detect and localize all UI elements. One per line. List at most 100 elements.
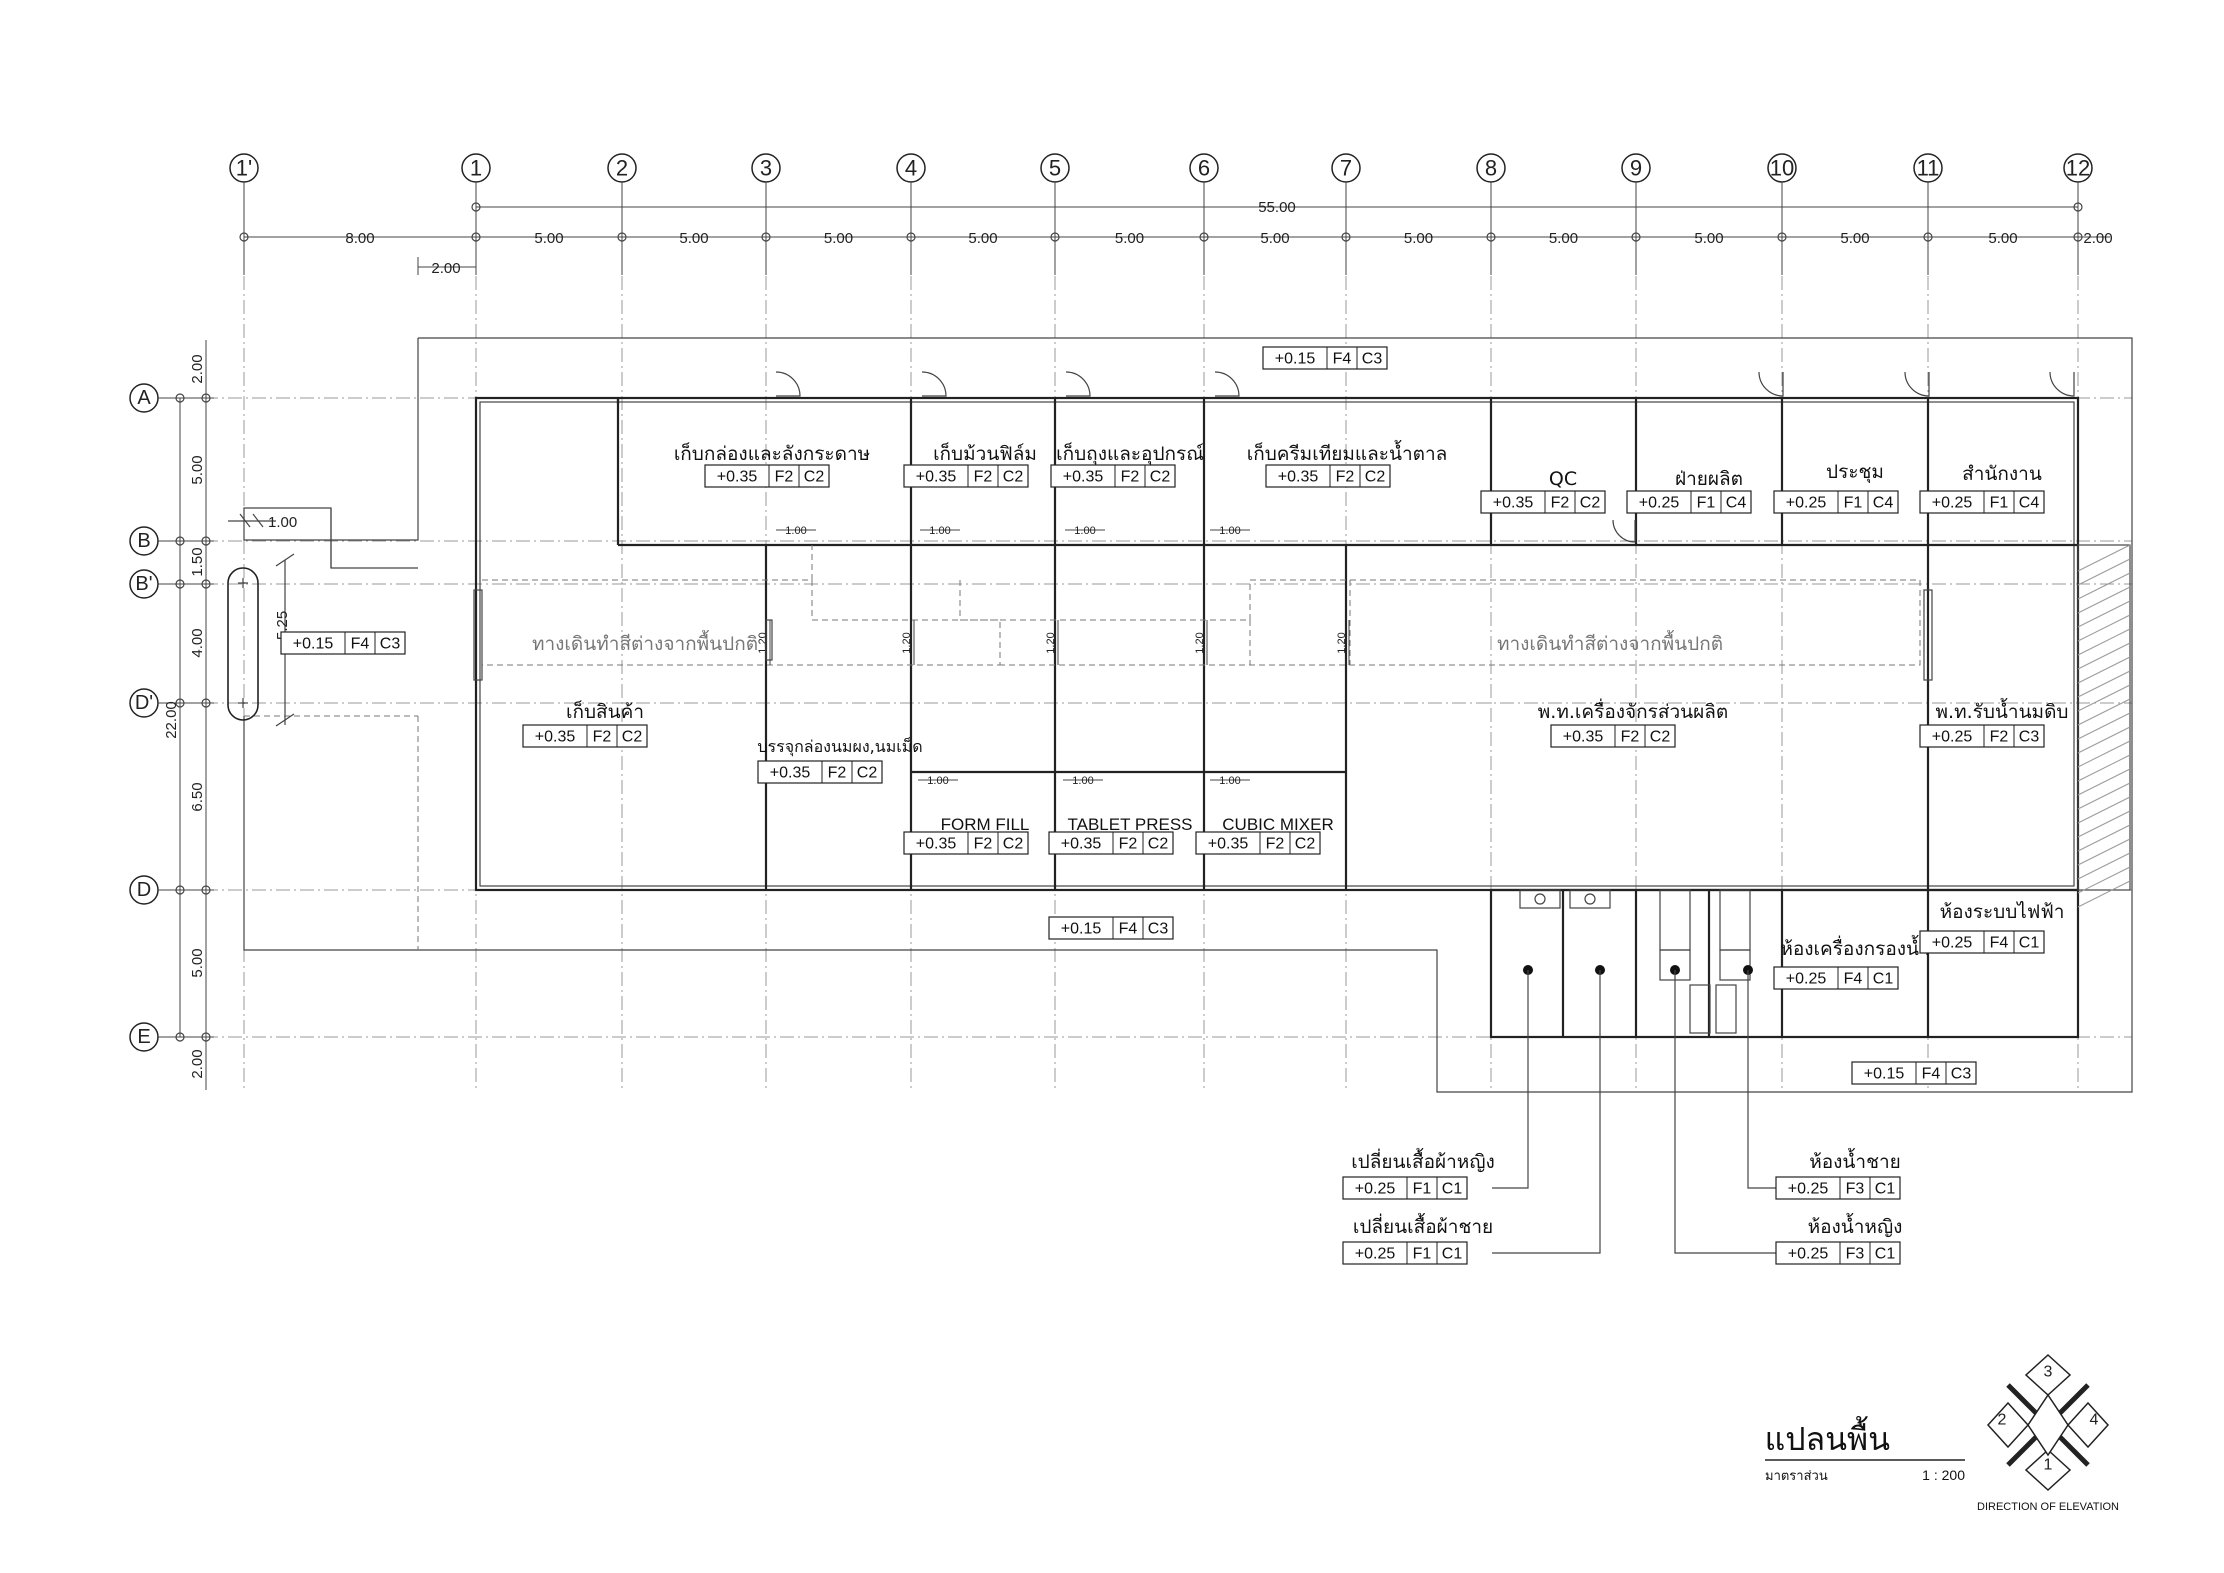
bay-dimension: 5.00: [1404, 230, 1433, 247]
vertical-dimension: 5.00: [189, 455, 206, 484]
grid-col-label: 9: [1630, 156, 1642, 181]
level-value: +0.35: [1493, 495, 1534, 512]
opening-1-2m: 1.20: [1336, 632, 1348, 653]
bay-dimension: 5.00: [1694, 230, 1723, 247]
scale-value: 1 : 200: [1922, 1467, 1965, 1483]
opening-1-2m: 1.20: [757, 632, 769, 653]
level-value: +0.35: [1063, 469, 1104, 486]
room-qc: QC: [1549, 468, 1577, 490]
floor-finish-code: F2: [974, 836, 993, 853]
drawing-title: แปลนพื้น: [1765, 1416, 1891, 1458]
ceiling-code: C1: [1875, 1246, 1896, 1263]
ceiling-code: C3: [1148, 921, 1169, 938]
room-raw-milk: พ.ท.รับน้ำนมดิบ: [1936, 698, 2069, 723]
ceiling-code: C3: [2019, 729, 2040, 746]
ramp-width-dimension: 1.00: [268, 514, 297, 531]
level-value: +0.25: [1639, 495, 1680, 512]
doors: [775, 371, 2075, 543]
level-value: +0.15: [1275, 351, 1316, 368]
grid-row-label: D': [135, 692, 153, 714]
floor-finish-code: F4: [1333, 351, 1352, 368]
level-tag: +0.35 F2 C2: [704, 464, 830, 488]
walkway-outline: [482, 545, 1921, 666]
level-value: +0.35: [1061, 836, 1102, 853]
ceiling-code: C2: [622, 729, 643, 746]
ceiling-code: C1: [2019, 935, 2040, 952]
floor-finish-code: F2: [775, 469, 794, 486]
room-creamer-sugar: เก็บครีมเทียมและน้ำตาล: [1247, 440, 1448, 465]
vertical-dimension: 2.00: [189, 354, 206, 383]
ceiling-code: C2: [1580, 495, 1601, 512]
loading-hatch: [2077, 544, 2131, 908]
level-value: +0.25: [1788, 1246, 1829, 1263]
ceiling-code: C2: [1003, 469, 1024, 486]
bay-dimension: 5.00: [679, 230, 708, 247]
opening-1m: 1.00: [929, 525, 950, 537]
ceiling-code: C2: [1650, 729, 1671, 746]
floor-finish-code: F1: [1844, 495, 1863, 512]
room-tablet-press: TABLET PRESS: [1067, 815, 1192, 834]
floor-finish-code: F4: [1990, 935, 2009, 952]
ceiling-code: C1: [1442, 1181, 1463, 1198]
opening-1-2m: 1.20: [1194, 632, 1206, 653]
room-machine-area: พ.ท.เครื่องจักรส่วนผลิต: [1538, 698, 1728, 723]
vertical-dimension: 5.00: [189, 948, 206, 977]
column-grid-axis: 1'8.0015.0025.0035.0045.0055.0065.0075.0…: [229, 153, 2113, 277]
elevation-caption: DIRECTION OF ELEVATION: [1977, 1501, 2119, 1513]
bay-dimension: 5.00: [824, 230, 853, 247]
ceiling-code: C3: [380, 636, 401, 653]
bay-dimension: 8.00: [345, 230, 374, 247]
bay-dimension: 5.00: [1840, 230, 1869, 247]
ceiling-code: C1: [1875, 1181, 1896, 1198]
opening-1-2m: 1.20: [901, 632, 913, 653]
site-outline: [243, 337, 2133, 1093]
opening-1m: 1.00: [927, 775, 948, 787]
ceiling-code: C4: [1873, 495, 1894, 512]
vertical-dimension: 6.50: [189, 782, 206, 811]
floor-finish-code: F4: [1922, 1066, 1941, 1083]
floor-finish-code: F2: [1121, 469, 1140, 486]
level-value: +0.25: [1932, 495, 1973, 512]
room-changing-women: เปลี่ยนเสื้อผ้าหญิง: [1351, 1148, 1495, 1173]
ceiling-code: C2: [1295, 836, 1316, 853]
floor-finish-code: F1: [1990, 495, 2009, 512]
level-value: +0.35: [535, 729, 576, 746]
level-tag: +0.25 F1 C1: [1342, 1176, 1468, 1200]
level-value: +0.15: [293, 636, 334, 653]
floor-finish-code: F2: [828, 765, 847, 782]
room-water-filter: ห้องเครื่องกรองน้ำ: [1780, 935, 1929, 960]
level-value: +0.35: [916, 469, 957, 486]
grid-col-label: 7: [1340, 156, 1352, 181]
level-value: +0.25: [1786, 971, 1827, 988]
ceiling-code: C2: [1148, 836, 1169, 853]
level-value: +0.35: [717, 469, 758, 486]
grid-col-label: 11: [1917, 156, 1940, 181]
level-value: +0.25: [1355, 1181, 1396, 1198]
ceiling-code: C2: [804, 469, 825, 486]
elevation-direction-symbol: 3 1 2 4 DIRECTION OF ELEVATION: [1977, 1353, 2119, 1513]
room-toilet-women: ห้องน้ำหญิง: [1808, 1213, 1903, 1238]
floor-finish-code: F2: [1990, 729, 2009, 746]
grid-col-label: 3: [760, 156, 772, 181]
room-box-storage: เก็บกล่องและลังกระดาษ: [674, 441, 870, 465]
grid-col-label: 2: [616, 156, 628, 181]
level-value: +0.35: [1563, 729, 1604, 746]
floor-finish-code: F1: [1413, 1181, 1432, 1198]
offset-dimension: 2.00: [431, 260, 460, 277]
bay-dimension: 5.00: [1260, 230, 1289, 247]
grid-row-label: D: [137, 879, 151, 901]
